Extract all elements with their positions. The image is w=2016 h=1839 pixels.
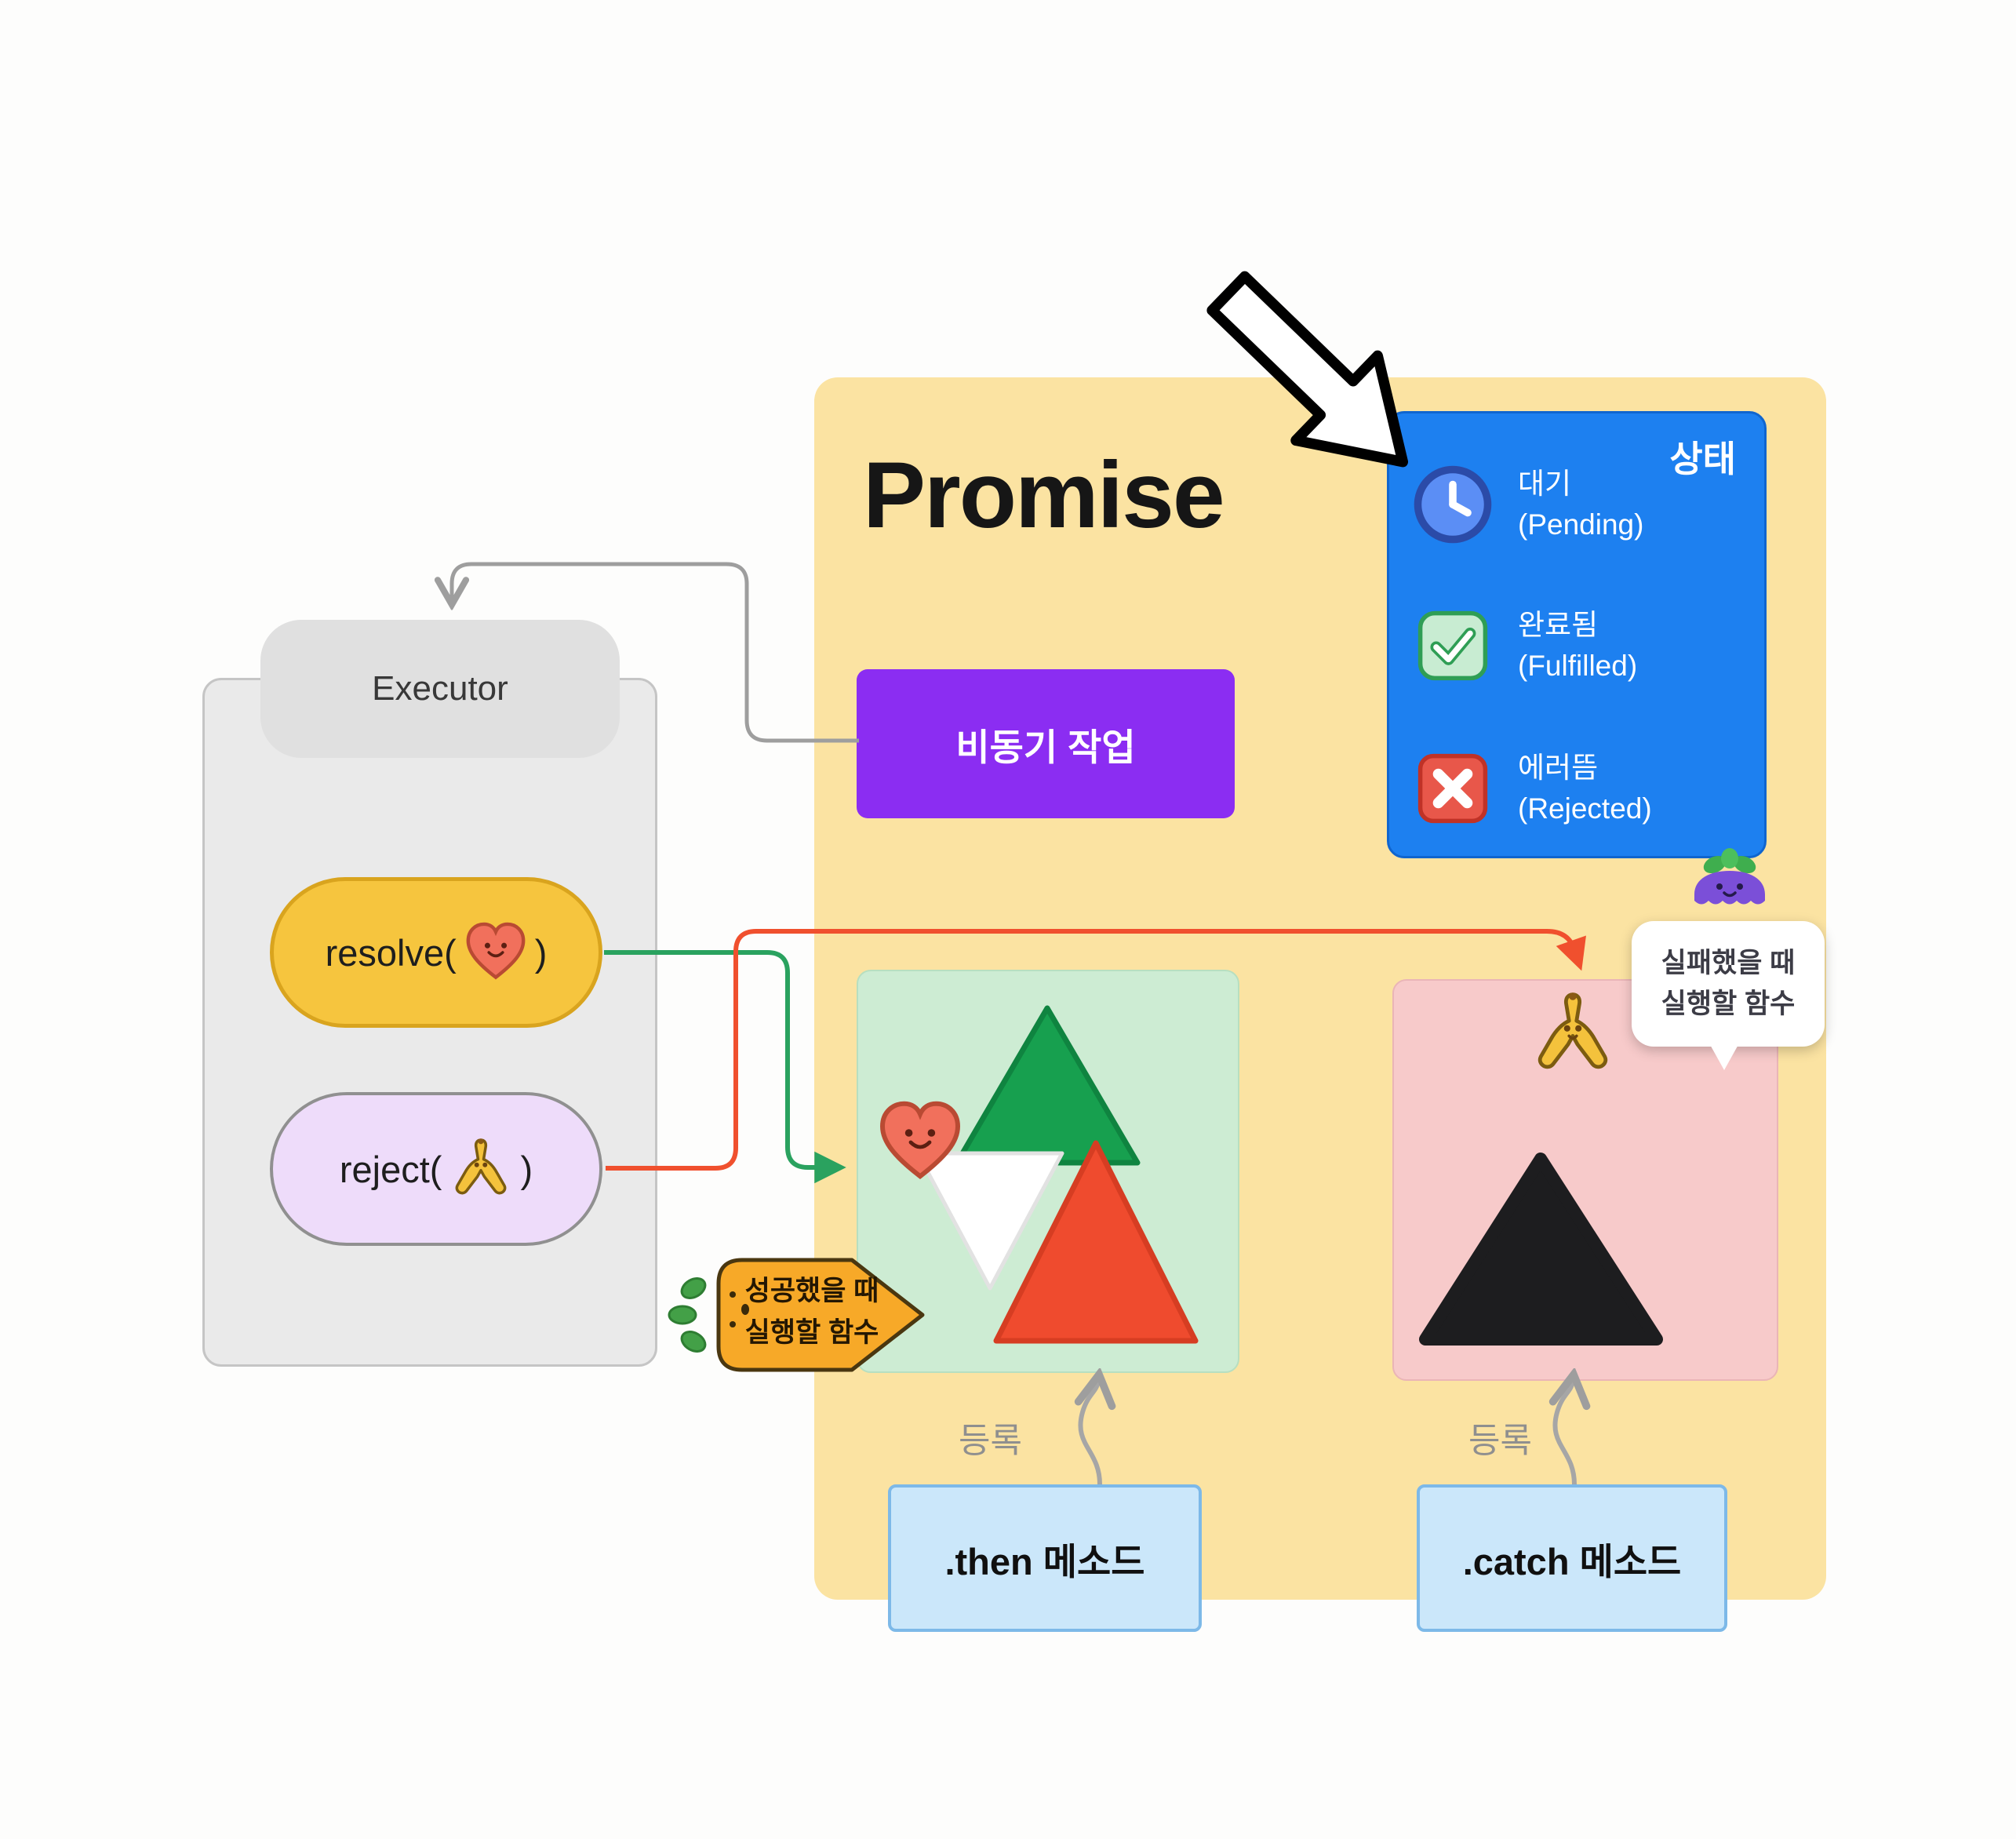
state-name-fulfilled: 완료됨 xyxy=(1518,609,1599,642)
green-triangle-icon xyxy=(954,1005,1141,1166)
reject-pill: reject( ) xyxy=(270,1092,602,1246)
black-triangle-icon xyxy=(1419,1153,1663,1346)
catch-method-label: .catch 메소드 xyxy=(1462,1540,1682,1582)
resolve-prefix: resolve( xyxy=(325,931,457,974)
state-panel-title: 상태 xyxy=(1669,439,1736,479)
catch-method-box: .catch 메소드 xyxy=(1417,1484,1727,1632)
state-row-rejected: 에러뜸 (Rejected) xyxy=(1410,741,1747,836)
carrot-bubble xyxy=(668,1258,925,1372)
heart-face-icon xyxy=(873,1095,967,1189)
resolve-pill: resolve( ) xyxy=(270,877,602,1028)
then-method-box: .then 메소드 xyxy=(888,1484,1202,1632)
reject-suffix: ) xyxy=(520,1148,533,1190)
failure-bubble-tail xyxy=(1709,1042,1740,1070)
failure-bubble: 실패했을 때 실행할 함수 xyxy=(1632,921,1825,1047)
state-name-rejected: 에러뜸 xyxy=(1518,752,1599,785)
check-icon xyxy=(1410,610,1496,682)
failure-bubble-line2: 실행할 함수 xyxy=(1661,989,1796,1019)
state-name-pending: 대기 xyxy=(1518,468,1572,501)
promise-title: Promise xyxy=(863,442,1225,548)
executor-tab: Executor xyxy=(260,620,620,758)
resolve-suffix: ) xyxy=(534,931,548,974)
state-row-fulfilled: 완료됨 (Fulfilled) xyxy=(1410,599,1747,693)
red-triangle-icon xyxy=(993,1140,1199,1344)
success-bubble-text: 성공했을 때 실행할 함수 xyxy=(722,1271,902,1353)
state-row-pending: 대기 (Pending) xyxy=(1410,457,1747,552)
heart-face-icon xyxy=(461,918,530,987)
turnip-character-icon xyxy=(1694,848,1765,905)
async-task-box: 비동기 작업 xyxy=(857,669,1235,818)
register-label-then: 등록 xyxy=(959,1422,1022,1460)
executor-title: Executor xyxy=(372,669,508,708)
clock-icon xyxy=(1410,463,1496,546)
state-en-fulfilled: (Fulfilled) xyxy=(1518,650,1638,682)
failure-bubble-line1: 실패했을 때 xyxy=(1661,947,1796,978)
async-task-label: 비동기 작업 xyxy=(955,726,1136,768)
state-panel: 상태 대기 (Pending) xyxy=(1387,411,1767,858)
state-en-rejected: (Rejected) xyxy=(1518,792,1652,825)
cross-icon xyxy=(1410,752,1496,825)
success-bubble-line2: 실행할 함수 xyxy=(744,1316,879,1348)
state-en-pending: (Pending) xyxy=(1518,508,1644,541)
reject-prefix: reject( xyxy=(339,1148,442,1190)
success-bubble-line1: 성공했을 때 xyxy=(744,1276,879,1306)
then-method-label: .then 메소드 xyxy=(944,1540,1145,1582)
banana-peel-icon xyxy=(446,1134,515,1204)
banana-peel-icon xyxy=(1526,987,1620,1081)
register-label-catch: 등록 xyxy=(1468,1422,1532,1460)
